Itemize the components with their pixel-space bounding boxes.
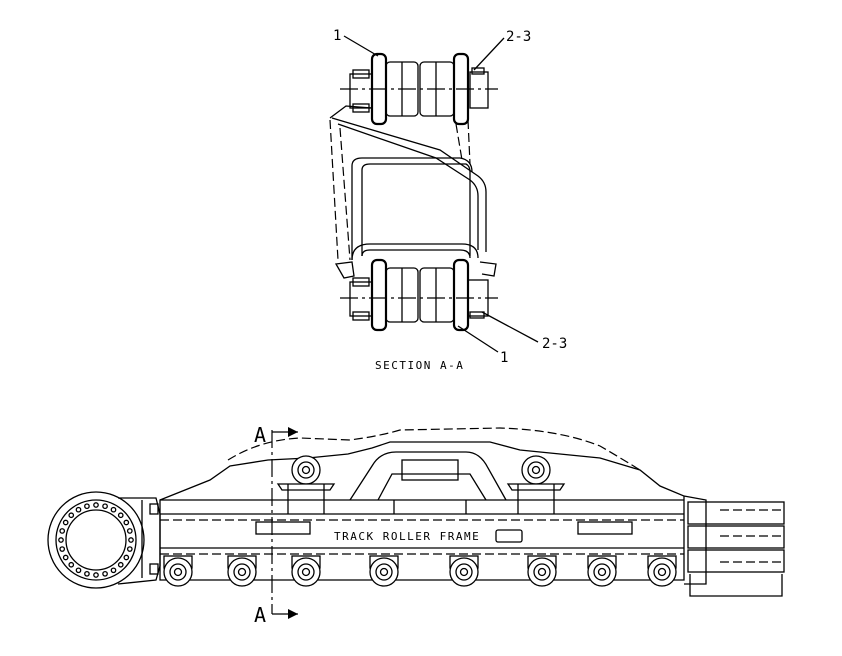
idler-bolt [59, 546, 66, 552]
idler-bolt [62, 519, 69, 526]
leader-1-top [343, 35, 379, 57]
callout-1-top: 1 [333, 28, 341, 44]
frame-slot-left [255, 521, 311, 535]
frame-top-hidden [227, 427, 641, 471]
frame-center-boss [349, 451, 507, 501]
cut-label-bottom: A [254, 603, 266, 627]
frame-label: TRACK ROLLER FRAME [334, 530, 480, 543]
section-bottom-roller [340, 258, 498, 332]
idler-bolt [62, 554, 69, 561]
idler-bolt [75, 506, 82, 513]
idler-bolt [93, 502, 99, 508]
bottom-track-roller [227, 555, 257, 587]
idler-bolt [68, 561, 75, 568]
carrier-roller [506, 455, 566, 514]
frame-body [159, 441, 685, 581]
idler-bolt [117, 561, 124, 568]
section-cut-line [271, 427, 298, 619]
leader-23-bottom [481, 311, 539, 343]
bottom-track-roller [587, 555, 617, 587]
leader-1-bottom [457, 325, 499, 353]
idler-bolt [93, 572, 99, 578]
section-top-roller [340, 52, 498, 126]
idler-bolt [84, 503, 90, 510]
idler-bolt [68, 512, 75, 519]
callout-2-3-top: 2-3 [506, 29, 531, 45]
frame-slot-right [577, 521, 633, 535]
bottom-track-roller [647, 555, 677, 587]
recoil-housing [683, 495, 785, 597]
cut-label-top: A [254, 423, 266, 447]
idler-bolt [102, 503, 108, 510]
idler-bolt [102, 570, 108, 577]
track-roller-frame-view: TRACK ROLLER FRAME A A [47, 423, 785, 627]
idler-bolt [123, 554, 130, 561]
idler-bolt [126, 546, 133, 552]
idler-bolt [110, 506, 117, 513]
callout-1-bottom: 1 [500, 350, 508, 366]
bottom-track-roller [527, 555, 557, 587]
callout-2-3-bottom: 2-3 [542, 336, 567, 352]
bottom-track-roller [369, 555, 399, 587]
bottom-track-roller [449, 555, 479, 587]
carrier-roller [276, 455, 336, 514]
idler-bolt [59, 528, 66, 534]
leader-23-top [473, 37, 505, 71]
bottom-track-roller [291, 555, 321, 587]
frame-plate [495, 529, 523, 543]
idler-bolt [126, 528, 133, 534]
idler-bolt [58, 537, 64, 543]
idler-bolt [117, 512, 124, 519]
idler-wheel [47, 491, 161, 589]
idler-bolt [128, 537, 134, 543]
idler-bolt [84, 570, 90, 577]
idler-bolt [110, 567, 117, 574]
section-caption: SECTION A-A [375, 359, 464, 372]
idler-bolt [75, 567, 82, 574]
idler-bolt [123, 519, 130, 526]
bottom-track-roller [163, 555, 193, 587]
section-a-a-view: 1 2-3 1 2-3 SECTION A-A [329, 28, 567, 372]
section-frame [329, 105, 497, 279]
